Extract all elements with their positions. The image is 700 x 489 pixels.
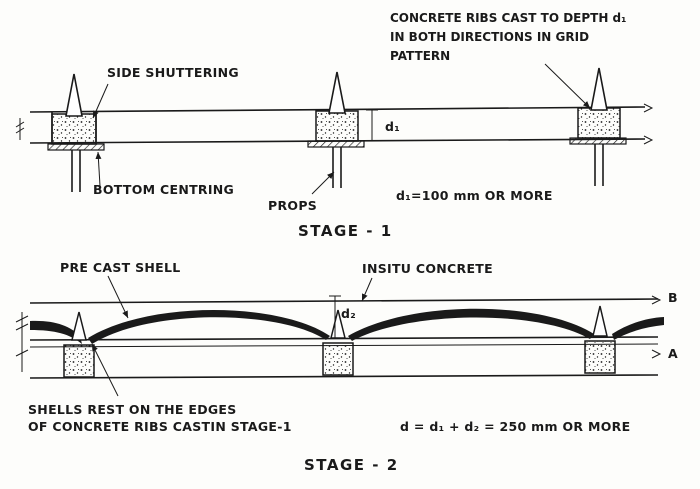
stage2-rib-left xyxy=(63,344,95,378)
insitu-concrete-label: INSITU CONCRETE xyxy=(362,261,493,276)
stage2-bottom-line xyxy=(29,374,659,379)
shells-rest-leader xyxy=(91,343,119,397)
ribs-note-line-2: IN BOTH DIRECTIONS IN GRID xyxy=(390,30,589,44)
shell-edge-left xyxy=(30,320,82,344)
stage2-title: STAGE - 2 xyxy=(304,456,399,474)
d2-dimension-label: d₂ xyxy=(341,306,356,321)
side-shuttering-label: SIDE SHUTTERING xyxy=(107,65,239,80)
stage1-rib-left xyxy=(47,73,105,192)
shell-right xyxy=(348,308,594,341)
side-shuttering-leader xyxy=(92,83,109,119)
stage2-top-line xyxy=(29,298,659,304)
d1-dimension-label: d₁ xyxy=(385,119,400,134)
bottom-centring-leader xyxy=(95,151,102,187)
label-a: A xyxy=(668,346,678,361)
stage1-drawing xyxy=(15,63,654,195)
stage1-rib-right xyxy=(569,67,627,186)
stage2-drawing xyxy=(15,275,664,397)
props-leader xyxy=(311,171,335,195)
total-depth-note: d = d₁ + d₂ = 250 mm OR MORE xyxy=(400,419,630,434)
shells-note-line-2: OF CONCRETE RIBS CASTIN STAGE-1 xyxy=(28,419,292,434)
props-label: PROPS xyxy=(268,198,317,213)
ribs-leader xyxy=(544,63,591,109)
ribs-note-line-1: CONCRETE RIBS CAST TO DEPTH d₁ xyxy=(390,11,626,25)
shells-note-line-1: SHELLS REST ON THE EDGES xyxy=(28,402,237,417)
bottom-centring-label: BOTTOM CENTRING xyxy=(93,182,234,197)
insitu-concrete-leader xyxy=(361,277,373,302)
shell-left xyxy=(88,310,330,344)
stage1-rib-middle xyxy=(307,71,365,188)
d1-depth-note: d₁=100 mm OR MORE xyxy=(396,188,553,203)
stage1-title: STAGE - 1 xyxy=(298,222,393,240)
label-b: B xyxy=(668,290,678,305)
precast-shell-leader xyxy=(107,275,129,319)
ribs-note-line-3: PATTERN xyxy=(390,49,450,63)
stage2-rib-right xyxy=(584,340,616,374)
precast-shell-label: PRE CAST SHELL xyxy=(60,260,181,275)
shell-edge-right xyxy=(612,317,664,340)
stage2-rib-middle xyxy=(322,342,354,376)
